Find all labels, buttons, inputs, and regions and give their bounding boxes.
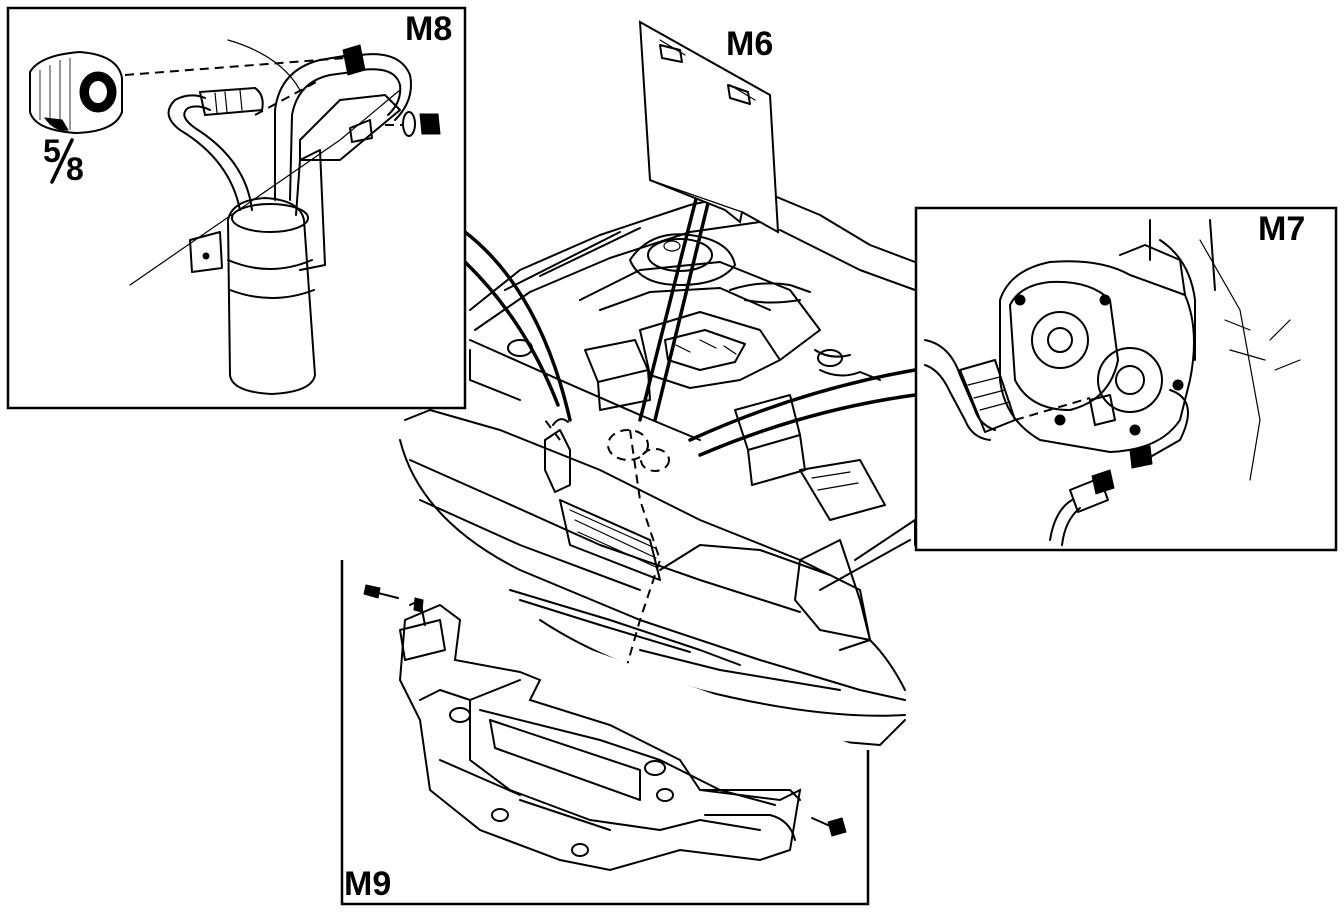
fraction-numerator: 5 xyxy=(43,133,61,169)
ac-compressor xyxy=(924,219,1301,546)
panel-m6-cover: M6 xyxy=(638,20,780,234)
leader-lines xyxy=(463,193,917,457)
label-m6: M6 xyxy=(726,25,773,63)
label-m8: M8 xyxy=(405,10,452,48)
fraction-label: 5 8 xyxy=(43,133,84,187)
screw-lower xyxy=(811,817,847,837)
label-m7: M7 xyxy=(1258,210,1305,248)
label-m9: M9 xyxy=(344,865,391,903)
panel-m8: M8 5 8 xyxy=(6,6,467,410)
receiver-drier xyxy=(29,39,441,396)
fraction-denominator: 8 xyxy=(66,151,84,187)
splash-shield xyxy=(398,597,802,872)
fraction-slash xyxy=(50,138,74,184)
panel-m9: M9 xyxy=(340,560,870,906)
screw-upper xyxy=(363,584,399,599)
panel-m7: M7 xyxy=(914,206,1338,552)
